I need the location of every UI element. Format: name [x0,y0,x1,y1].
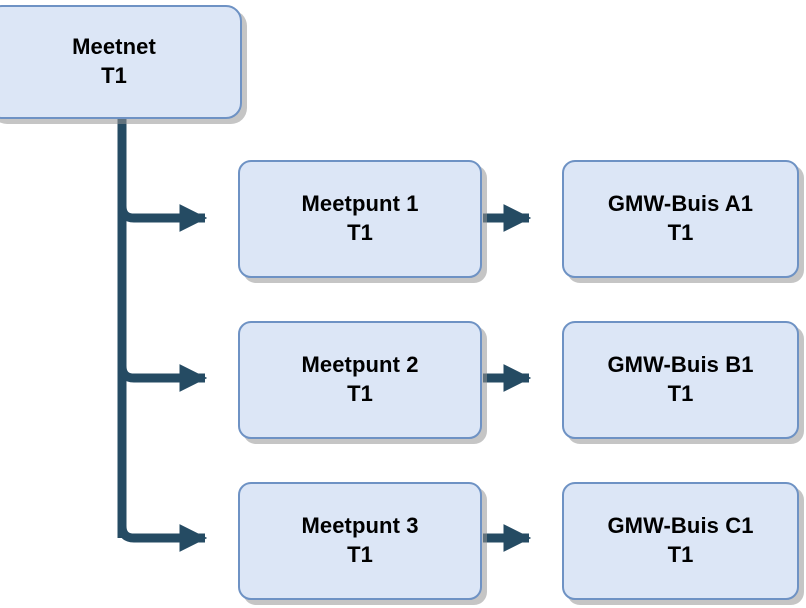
node-meetpunt-1[interactable]: Meetpunt 1 T1 [238,160,482,278]
node-gmw-buis-a1-sublabel: T1 [667,220,694,245]
node-meetpunt-3-label: Meetpunt 3 [301,513,419,539]
node-meetnet-sublabel: T1 [101,63,127,88]
node-gmw-buis-b1[interactable]: GMW-Buis B1 T1 [562,321,799,439]
node-meetnet[interactable]: Meetnet T1 [0,5,242,119]
edge-meetnet-to-mp2 [117,364,208,392]
edge-meetnet-to-mp1 [117,204,208,232]
node-meetpunt-3-sublabel: T1 [347,542,373,567]
node-gmw-buis-a1[interactable]: GMW-Buis A1 T1 [562,160,799,278]
node-gmw-buis-b1-sublabel: T1 [667,381,694,406]
node-meetpunt-2-label: Meetpunt 2 [301,352,419,378]
node-meetpunt-2[interactable]: Meetpunt 2 T1 [238,321,482,439]
node-meetpunt-2-sublabel: T1 [347,381,373,406]
node-gmw-buis-c1[interactable]: GMW-Buis C1 T1 [562,482,799,600]
node-gmw-buis-b1-label: GMW-Buis B1 [607,352,754,378]
node-meetpunt-3[interactable]: Meetpunt 3 T1 [238,482,482,600]
node-gmw-buis-c1-sublabel: T1 [667,542,694,567]
node-gmw-buis-a1-label: GMW-Buis A1 [607,191,754,217]
node-meetpunt-1-label: Meetpunt 1 [301,191,419,217]
node-meetpunt-1-sublabel: T1 [347,220,373,245]
edge-meetnet-to-mp3 [117,524,208,552]
node-meetnet-label: Meetnet [72,34,156,60]
node-gmw-buis-c1-label: GMW-Buis C1 [607,513,754,539]
